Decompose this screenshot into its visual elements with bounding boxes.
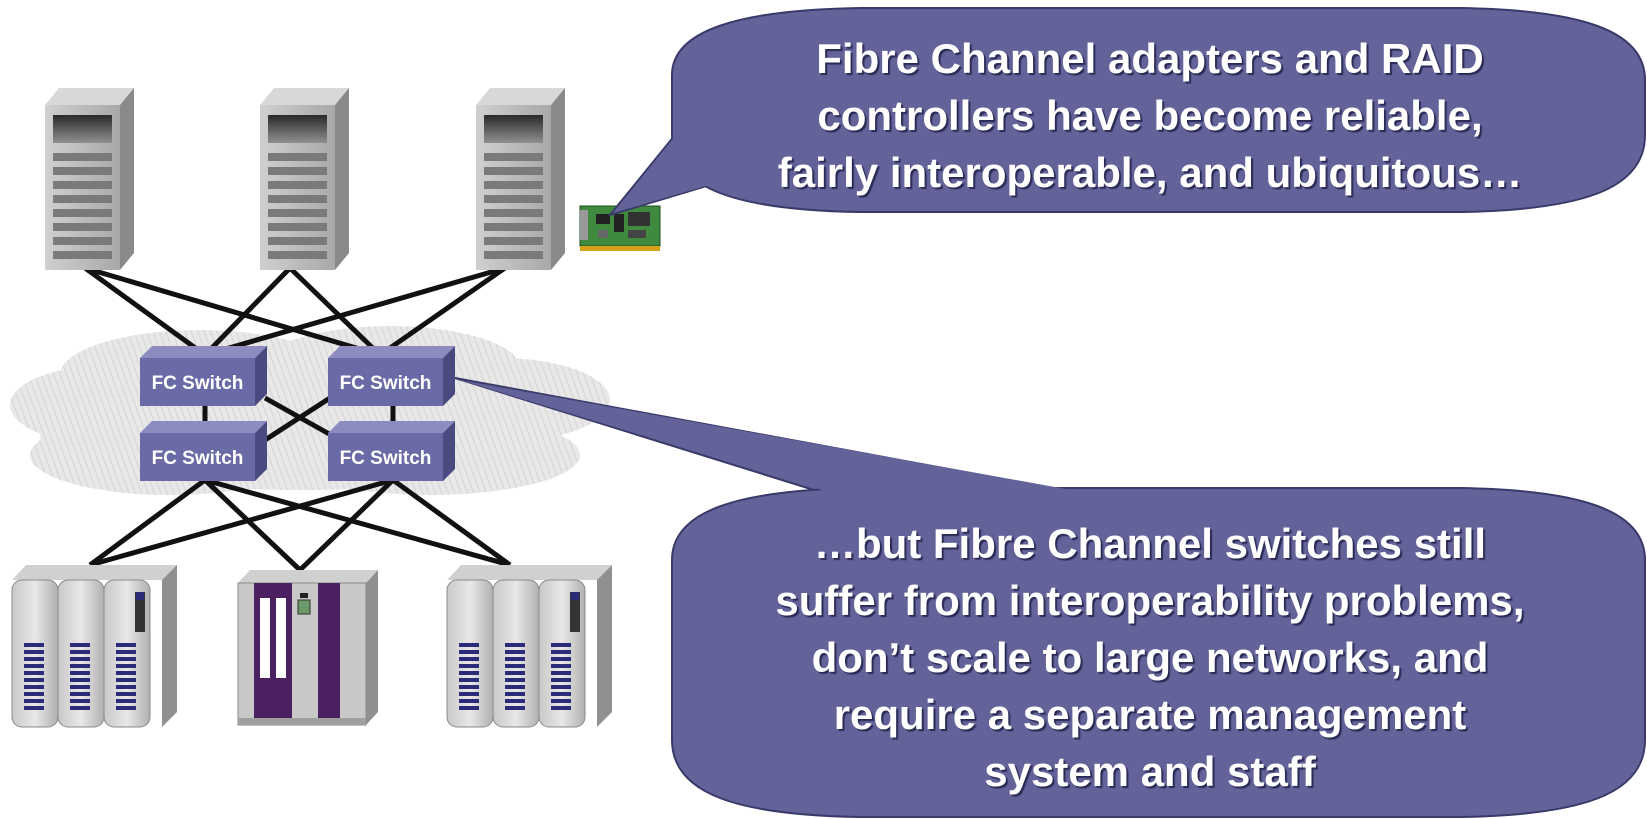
fc-switch: FC Switch xyxy=(140,346,267,406)
fc-switch-label: FC Switch xyxy=(152,448,244,469)
fc-switch: FC Switch xyxy=(140,421,267,481)
disk-array-icon xyxy=(11,565,177,728)
server-icon xyxy=(476,88,565,270)
callout-top-text: Fibre Channel adapters and RAID controll… xyxy=(777,35,1523,196)
fc-switch: FC Switch xyxy=(328,421,455,481)
server-icon xyxy=(260,88,349,270)
fc-switch-label: FC Switch xyxy=(152,373,244,394)
callout-bottom-text: …but Fibre Channel switches still suffer… xyxy=(775,520,1525,795)
fc-switch: FC Switch xyxy=(328,346,455,406)
tape-library-icon xyxy=(237,570,378,726)
fc-switch-label: FC Switch xyxy=(340,448,432,469)
disk-array-icon xyxy=(446,565,612,728)
callout-top xyxy=(607,7,1646,217)
fc-switch-label: FC Switch xyxy=(340,373,432,394)
server-icon xyxy=(45,88,134,270)
fc-cables xyxy=(83,265,512,572)
callout-bottom xyxy=(454,377,1646,818)
